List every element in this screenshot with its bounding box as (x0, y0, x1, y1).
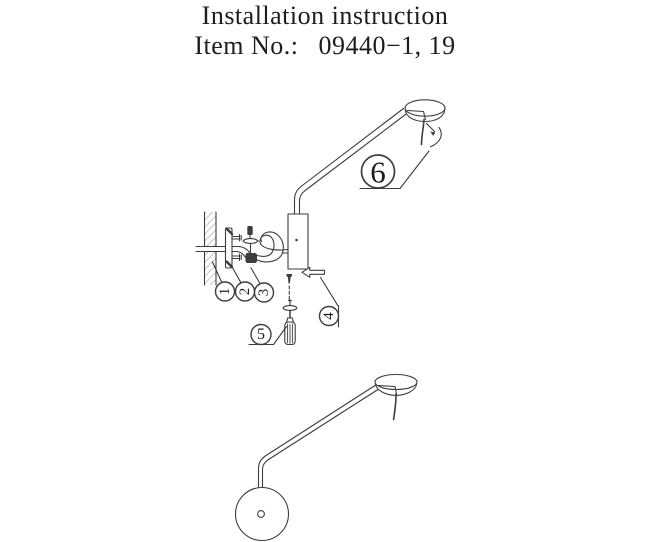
callout-6 (359, 150, 430, 190)
washer (242, 238, 260, 254)
lamp-head (404, 99, 446, 123)
callout-1-number: 1 (217, 288, 233, 296)
wall-bracket-plate (287, 213, 309, 270)
bracket-slot-top (225, 227, 234, 236)
callout-5 (248, 323, 288, 346)
callout-2-number: 2 (237, 288, 253, 296)
item-no-line: Item No.: 09440−1, 19 (0, 31, 650, 61)
exploded-view-figure (195, 99, 446, 346)
callouts: 1 2 3 4 5 6 (211, 150, 430, 346)
head-slot-lower (377, 384, 398, 395)
assembled-lamp-base (234, 486, 290, 542)
callout-1 (211, 261, 236, 302)
locking-screw (247, 226, 253, 240)
callout-2 (230, 264, 256, 302)
assembled-lamp-head (374, 373, 418, 396)
assembled-lamp-arm (257, 383, 379, 489)
insert-direction-arrow (301, 266, 326, 278)
wire-loops (255, 231, 289, 263)
lamp-arm (293, 107, 407, 215)
doc-title: Installation instruction (201, 1, 449, 30)
base-hole (257, 510, 265, 518)
assembled-pull-switch-rod (392, 393, 397, 421)
rotation-arrow (425, 122, 442, 148)
callout-6-number: 6 (370, 155, 386, 190)
callout-4 (318, 276, 340, 328)
item-no-value: 09440−1, 19 (318, 31, 456, 60)
bracket-screw-bottom (231, 253, 242, 262)
plate-hole (295, 238, 298, 242)
callout-3-number: 3 (256, 289, 272, 297)
bracket-screw-top (231, 233, 242, 242)
callout-3 (250, 267, 275, 303)
fixing-screw (286, 274, 292, 284)
head-slot (406, 109, 427, 121)
screwdriver (282, 299, 298, 346)
item-no-label: Item No.: (194, 31, 299, 60)
callout-4-number: 4 (321, 312, 337, 320)
header: Installation instruction Item No.: 09440… (0, 0, 650, 61)
callout-5-number: 5 (257, 326, 265, 343)
assembled-view-figure (234, 373, 418, 542)
mounting-bracket (224, 227, 242, 269)
pull-switch-rod (420, 118, 425, 146)
terminal-block (245, 253, 257, 263)
